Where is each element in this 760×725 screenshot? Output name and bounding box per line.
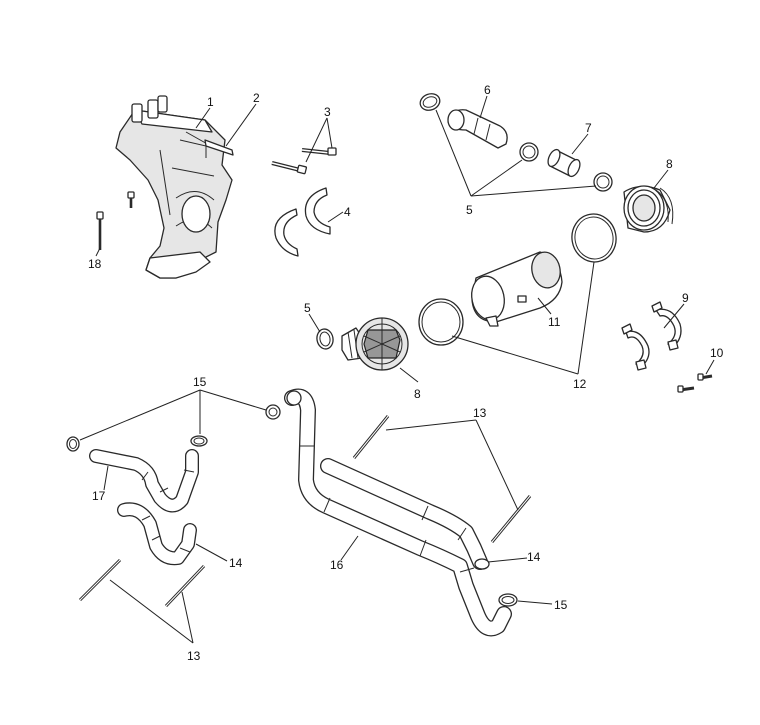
callout-8-mid: 8 — [414, 387, 421, 401]
callout-7: 7 — [585, 121, 592, 135]
part-8-intake-boot-mid — [341, 317, 409, 371]
part-15-hose-clamps — [66, 404, 518, 607]
part-4-half-clamps — [274, 187, 331, 257]
part-9-clamp-straps — [621, 301, 682, 371]
leader-lines — [79, 95, 715, 644]
part-12-seal-rings — [418, 213, 617, 346]
callout-5-mid: 5 — [304, 301, 311, 315]
callout-2: 2 — [253, 91, 260, 105]
callout-13-right: 13 — [473, 406, 487, 420]
callout-12: 12 — [573, 377, 587, 391]
callout-14-left: 14 — [229, 556, 243, 570]
callout-15-right: 15 — [554, 598, 568, 612]
part-11-air-filter-canister — [471, 251, 563, 327]
callout-1: 1 — [207, 95, 214, 109]
part-13-rods-right — [352, 415, 532, 543]
callout-9: 9 — [682, 291, 689, 305]
callout-10: 10 — [710, 346, 724, 360]
callout-3: 3 — [324, 105, 331, 119]
callout-13-left: 13 — [187, 649, 201, 663]
part-16-long-hose — [284, 388, 512, 637]
part-1-mounting-bracket — [115, 95, 233, 279]
part-2-breather-tube — [204, 139, 234, 156]
callout-8-top: 8 — [666, 157, 673, 171]
part-6-elbow-hose — [447, 109, 508, 149]
part-3-bolts — [271, 147, 337, 175]
callout-15-left: 15 — [193, 375, 207, 389]
callout-14-right: 14 — [527, 550, 541, 564]
part-14-hose-left — [117, 502, 197, 566]
part-5-hose-clamps-top — [419, 93, 613, 192]
part-14-hose-right — [320, 458, 490, 570]
part-8-intake-boot-top — [623, 185, 674, 233]
callout-numbers: 1 2 3 4 5 6 7 8 9 10 5 11 8 12 15 13 17 … — [88, 83, 724, 663]
callout-11: 11 — [548, 315, 561, 329]
callout-17: 17 — [92, 489, 106, 503]
part-10-small-bolts — [677, 373, 713, 393]
part-18-bolt — [96, 191, 135, 250]
callout-16: 16 — [330, 558, 344, 572]
part-17-hose — [89, 449, 199, 513]
callout-5-top: 5 — [466, 203, 473, 217]
part-13-rods-left — [78, 558, 206, 608]
callout-4: 4 — [344, 205, 351, 219]
callout-6: 6 — [484, 83, 491, 97]
part-7-coupler — [547, 148, 581, 178]
callout-18: 18 — [88, 257, 102, 271]
part-5-hose-clamp-mid — [316, 328, 334, 350]
